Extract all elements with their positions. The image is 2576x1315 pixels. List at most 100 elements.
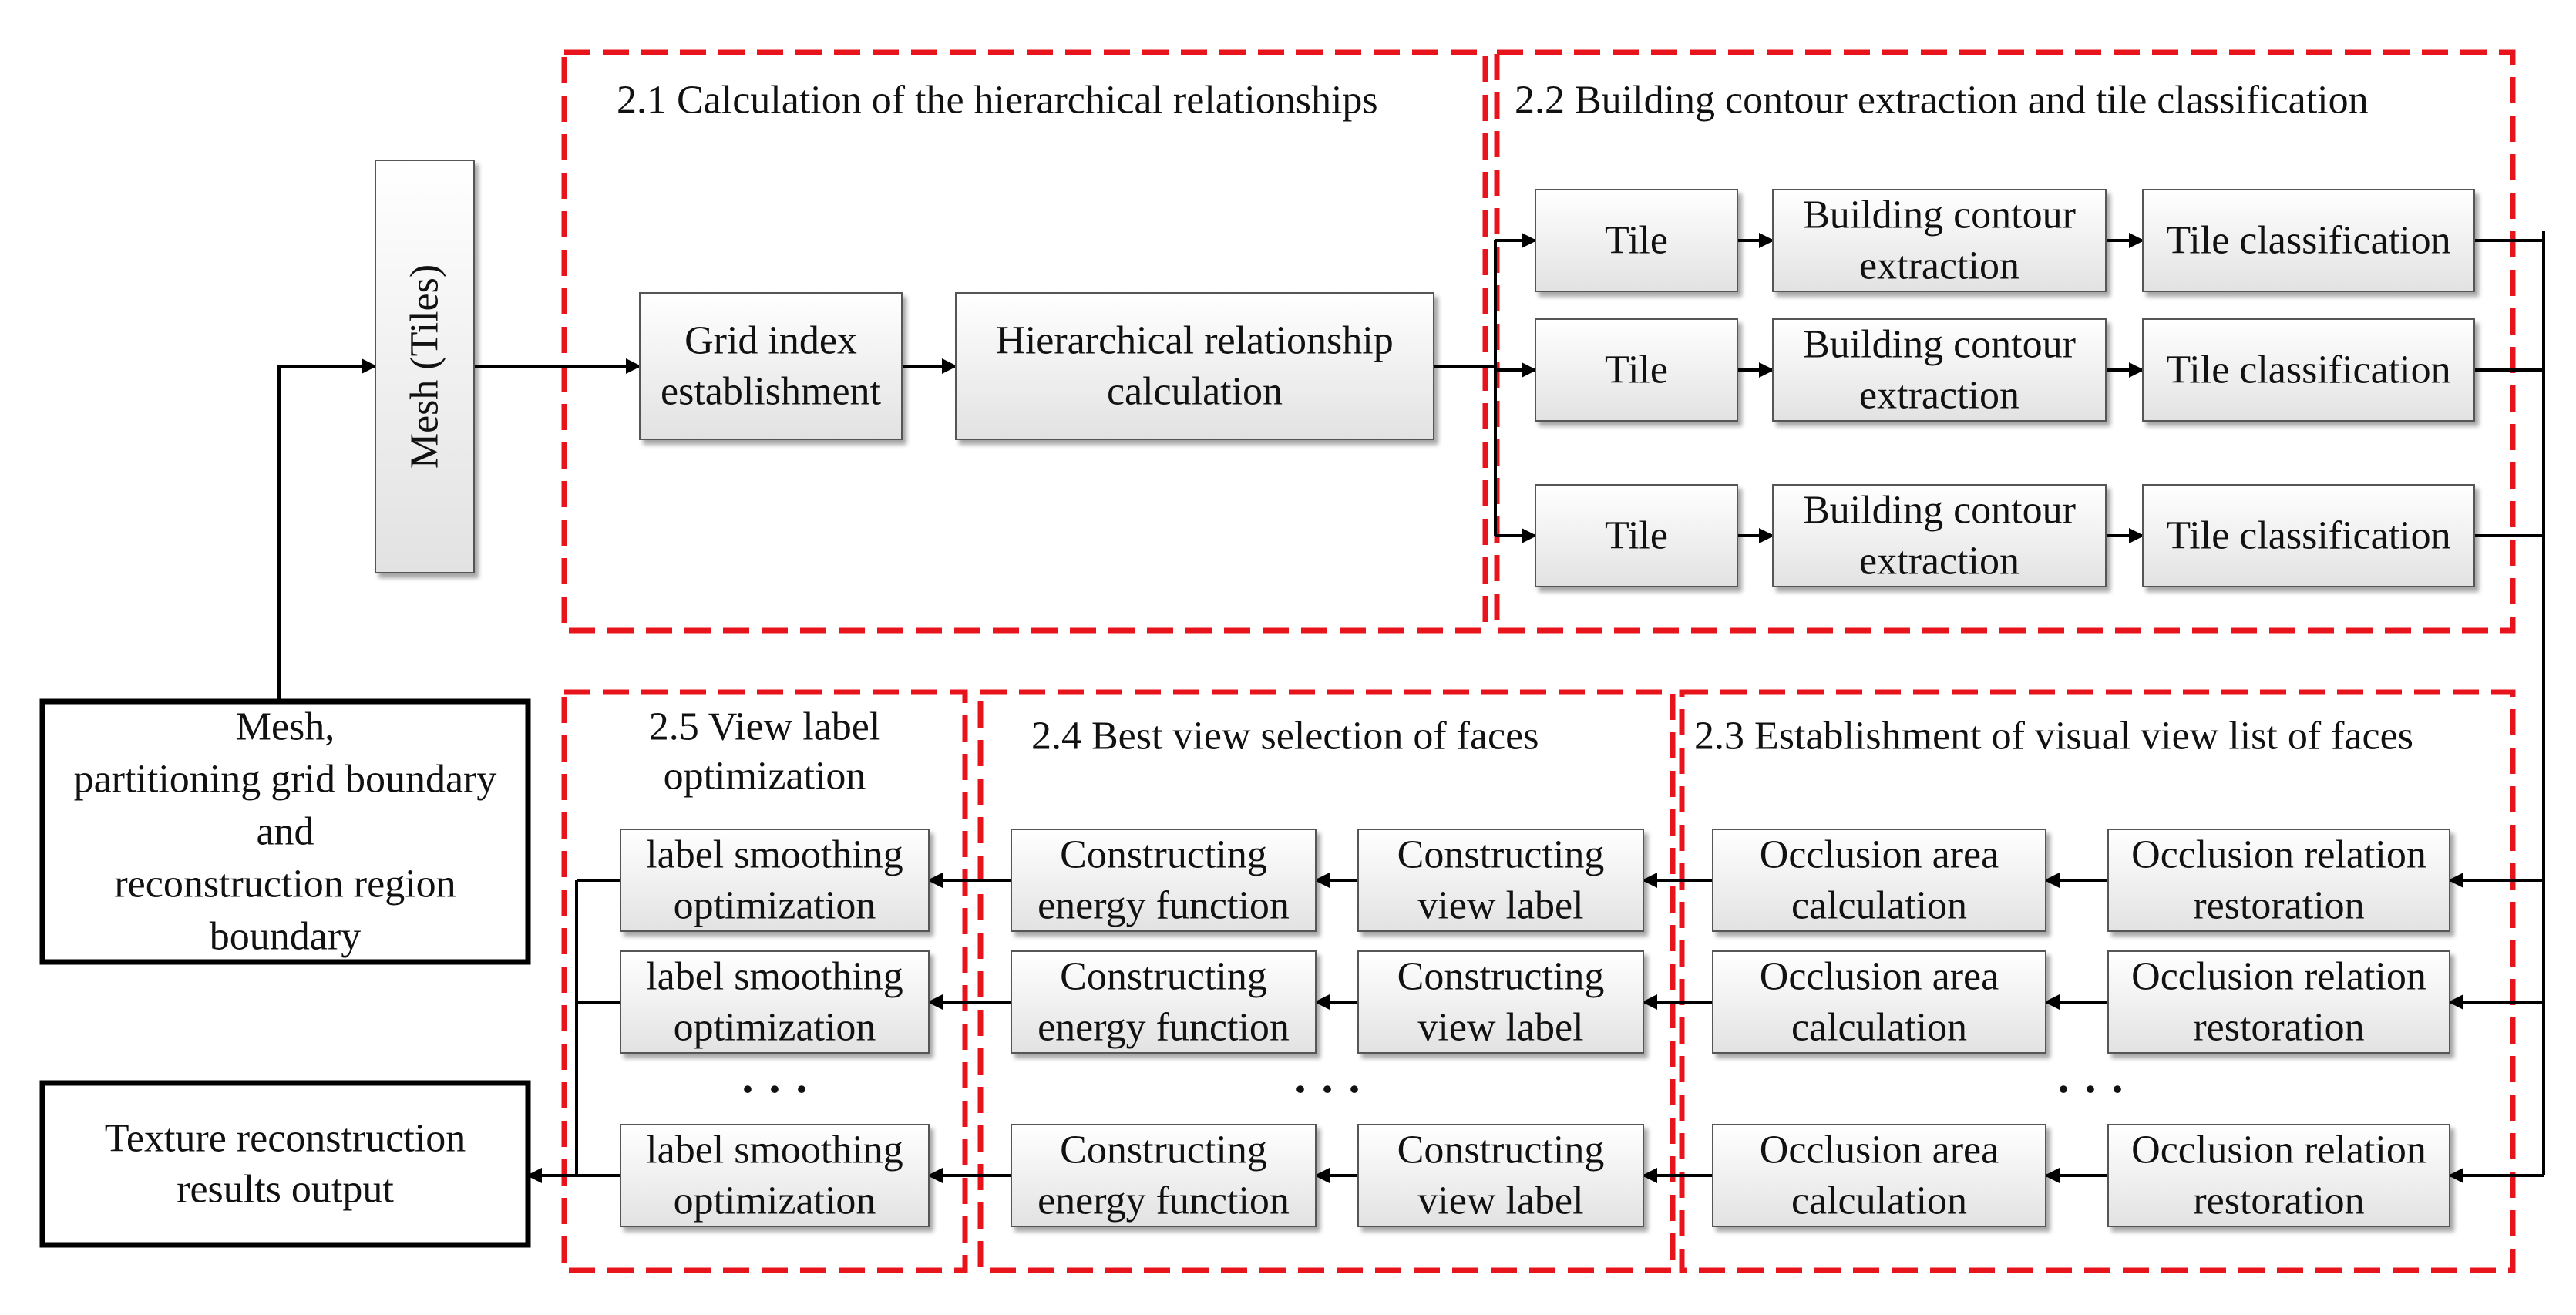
tile-box-2: Tile: [1535, 318, 1738, 422]
occ-area-box-2-label-line-1: Occlusion area: [1760, 955, 1999, 999]
view-label-box-2: Constructing view label: [1357, 950, 1644, 1054]
contour-box-3-label-line-2: extraction: [1859, 540, 2019, 584]
mesh-tiles-box-frame: [375, 160, 475, 573]
occ-restore-box-3-label-line-2: restoration: [2193, 1179, 2364, 1223]
occ-area-box-3-label-line-1: Occlusion area: [1760, 1128, 1999, 1172]
occ-restore-box-2: Occlusion relation restoration: [2107, 950, 2450, 1054]
occ-area-box-2-label-line-2: calculation: [1791, 1006, 1967, 1050]
occ-restore-box-1-frame: [2107, 829, 2450, 932]
tile-class-box-2: Tile classification: [2142, 318, 2475, 422]
smoothing-box-1-frame: [620, 829, 930, 932]
tile-box-1: Tile: [1535, 189, 1738, 292]
occ-area-box-2: Occlusion area calculation: [1712, 950, 2046, 1054]
view-label-box-2-label-line-2: view label: [1417, 1006, 1583, 1050]
tile-class-box-1: Tile classification: [2142, 189, 2475, 292]
mesh-tiles-box-label: Mesh (Tiles): [403, 264, 447, 469]
mesh-input-box-label-line-4: reconstruction region: [114, 863, 456, 906]
energy-box-2-label-line-2: energy function: [1037, 1006, 1290, 1050]
ellipsis-2-3: · · ·: [2056, 1064, 2125, 1115]
hier-calc-box-label-line-1: Hierarchical relationship: [996, 319, 1393, 363]
energy-box-3-label-line-2: energy function: [1037, 1179, 1290, 1223]
section-2-1-title-line-1: 2.1 Calculation of the hierarchical rela…: [617, 79, 1378, 123]
smoothing-box-2-label-line-1: label smoothing: [646, 955, 903, 999]
section-2-4-title: 2.4 Best view selection of faces: [1031, 715, 1539, 758]
tile-box-3-label-line-1: Tile: [1605, 514, 1668, 558]
tile-class-box-3-label-line-1: Tile classification: [2166, 514, 2450, 558]
section-2-2-title: 2.2 Building contour extraction and tile…: [1515, 79, 2369, 123]
contour-box-1-label-line-1: Building contour: [1803, 193, 2076, 237]
smoothing-box-1-label-line-1: label smoothing: [646, 833, 903, 877]
output-box-label-line-1: Texture reconstruction: [105, 1117, 466, 1161]
view-label-box-2-label-line-1: Constructing: [1397, 955, 1605, 999]
tile-box-1-label-line-1: Tile: [1605, 219, 1668, 263]
occ-area-box-2-frame: [1712, 950, 2046, 1054]
view-label-box-3-label-line-1: Constructing: [1397, 1128, 1605, 1172]
smoothing-box-3: label smoothing optimization: [620, 1124, 930, 1227]
energy-box-3-frame: [1011, 1124, 1317, 1227]
ellipsis-2-5: · · ·: [740, 1064, 809, 1115]
occ-restore-box-2-label-line-2: restoration: [2193, 1006, 2364, 1050]
energy-box-2-frame: [1011, 950, 1317, 1054]
section-2-2-title-line-1: 2.2 Building contour extraction and tile…: [1515, 79, 2369, 123]
occ-area-box-3-frame: [1712, 1124, 2046, 1227]
occ-area-box-1-frame: [1712, 829, 2046, 932]
energy-box-2-label-line-1: Constructing: [1060, 955, 1267, 999]
contour-box-1-label-line-2: extraction: [1859, 244, 2019, 288]
occ-restore-box-2-label-line-1: Occlusion relation: [2131, 955, 2426, 999]
energy-box-1-frame: [1011, 829, 1317, 932]
tile-class-box-3: Tile classification: [2142, 484, 2475, 587]
view-label-box-2-frame: [1357, 950, 1644, 1054]
tile-class-box-1-label-line-1: Tile classification: [2166, 219, 2450, 263]
occ-area-box-3: Occlusion area calculation: [1712, 1124, 2046, 1227]
contour-box-3-frame: [1772, 484, 2107, 587]
contour-box-1-frame: [1772, 189, 2107, 292]
occ-restore-box-3-label-line-1: Occlusion relation: [2131, 1128, 2426, 1172]
tile-class-box-3-frame: [2142, 484, 2475, 587]
mesh-tiles-box: Mesh (Tiles): [375, 160, 475, 573]
energy-box-1-label-line-2: energy function: [1037, 884, 1290, 928]
section-2-3-title: 2.3 Establishment of visual view list of…: [1694, 715, 2413, 758]
section-2-3-title-line-1: 2.3 Establishment of visual view list of…: [1694, 715, 2413, 758]
ellipsis-2-4: · · ·: [1293, 1064, 1362, 1115]
smoothing-box-3-frame: [620, 1124, 930, 1227]
view-label-box-1-frame: [1357, 829, 1644, 932]
smoothing-box-3-label-line-2: optimization: [674, 1179, 876, 1223]
mesh-input-box-label-line-3: and: [256, 810, 314, 854]
section-2-1-title: 2.1 Calculation of the hierarchical rela…: [617, 79, 1378, 123]
section-2-1-frame: [561, 49, 1488, 634]
section-2-4-frame: [977, 689, 1676, 1273]
occ-area-box-3-label-line-2: calculation: [1791, 1179, 1967, 1223]
smoothing-box-3-label-line-1: label smoothing: [646, 1128, 903, 1172]
grid-index-box-frame: [639, 292, 903, 440]
occ-restore-box-1-label-line-1: Occlusion relation: [2131, 833, 2426, 877]
occ-restore-box-3-frame: [2107, 1124, 2450, 1227]
occ-restore-box-2-frame: [2107, 950, 2450, 1054]
tile-box-3-frame: [1535, 484, 1738, 587]
occ-area-box-1-label-line-1: Occlusion area: [1760, 833, 1999, 877]
mesh-input-box-frame: [39, 698, 531, 965]
tile-box-2-frame: [1535, 318, 1738, 422]
tile-class-box-2-label-line-1: Tile classification: [2166, 348, 2450, 392]
grid-index-box-label-line-2: establishment: [661, 370, 882, 414]
output-box-frame: [39, 1080, 531, 1248]
tile-box-1-frame: [1535, 189, 1738, 292]
contour-box-2-frame: [1772, 318, 2107, 422]
section-2-4-title-line-1: 2.4 Best view selection of faces: [1031, 715, 1539, 758]
contour-box-2-label-line-1: Building contour: [1803, 323, 2076, 367]
